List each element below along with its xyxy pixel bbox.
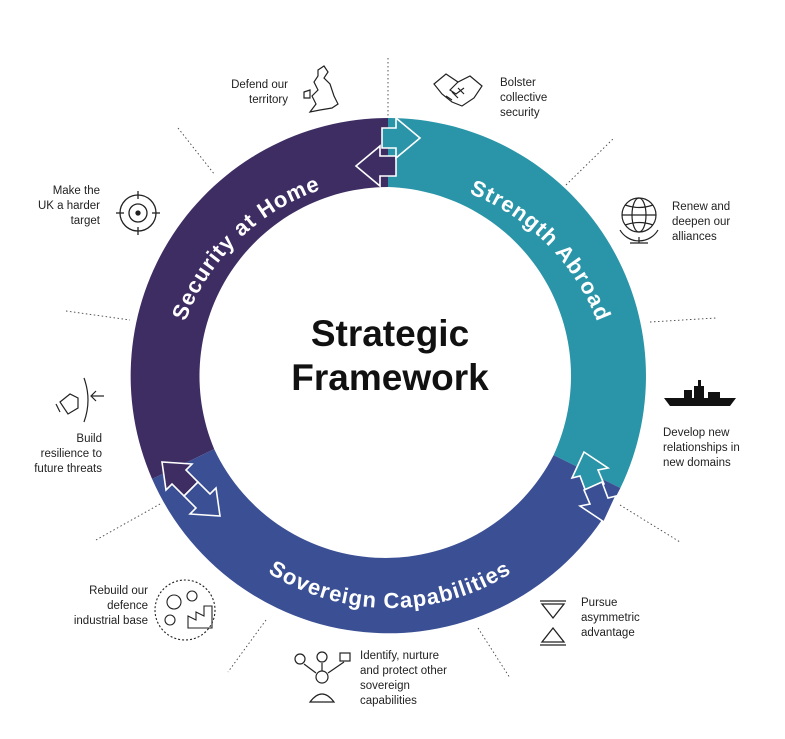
handshake-icon <box>433 73 483 107</box>
label-pursue: Pursue asymmetric advantage <box>581 597 640 639</box>
globe-icon <box>619 197 659 244</box>
separator-lines <box>65 58 717 679</box>
ring-segment-sovereign <box>152 449 621 634</box>
ring-segment-abroad <box>388 118 646 488</box>
double-arrow-left <box>161 461 221 517</box>
label-bolster: Bolster collective security <box>500 77 548 119</box>
label-rebuild: Rebuild our defence industrial base <box>73 585 148 627</box>
label-defend: Defend our territory <box>231 79 288 106</box>
uk-map-icon <box>303 65 339 113</box>
target-icon <box>116 191 160 235</box>
double-arrow-right <box>570 450 618 524</box>
ring-segment-home <box>130 118 389 479</box>
shield-hand-icon <box>55 377 104 423</box>
double-arrow-top <box>354 116 422 188</box>
center-title-line1: Strategic <box>310 313 470 354</box>
label-identify: Identify, nurture and protect other sove… <box>360 650 447 707</box>
label-renew: Renew and deepen our alliances <box>672 201 731 243</box>
gears-factory-icon <box>154 579 216 641</box>
label-resilience: Build resilience to future threats <box>34 433 102 475</box>
center-title-line2: Framework <box>291 357 489 398</box>
capabilities-person-icon <box>294 651 351 703</box>
label-develop: Develop new relationships in new domains <box>663 427 740 469</box>
label-harder: Make the UK a harder target <box>38 185 101 227</box>
center-title: Strategic Framework <box>240 312 540 400</box>
hourglass-icon <box>540 600 566 646</box>
warship-icon <box>664 380 736 406</box>
